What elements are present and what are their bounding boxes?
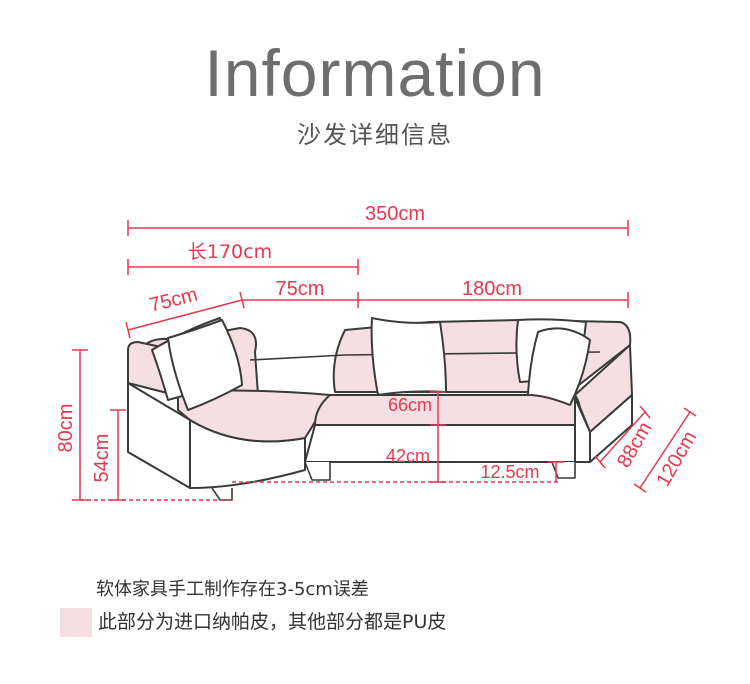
- cushion-right-2: [527, 327, 591, 406]
- legend-text: 此部分为进口纳帕皮，其他部分都是PU皮: [98, 611, 447, 633]
- leather-swatch: [60, 607, 92, 637]
- right-back-top: [249, 351, 601, 361]
- label-left-length: 长170cm: [188, 241, 272, 263]
- cushion-middle: [370, 317, 447, 396]
- label-arm-height: 54cm: [91, 434, 113, 483]
- label-corner-side: 75cm: [147, 284, 200, 317]
- page-subtitle: 沙发详细信息: [297, 121, 453, 149]
- material-legend: 此部分为进口纳帕皮，其他部分都是PU皮: [60, 606, 446, 638]
- label-back-seat-height: 66cm: [388, 395, 432, 415]
- label-total-height: 80cm: [55, 404, 77, 453]
- label-seat-height: 42cm: [386, 446, 430, 466]
- right-arm-front: [589, 394, 633, 463]
- label-total-length: 350cm: [365, 203, 425, 225]
- leg-mid: [304, 461, 331, 481]
- leg-right: [551, 461, 576, 479]
- leg-left: [211, 487, 233, 501]
- cushion-left-2: [167, 319, 243, 411]
- right-seat: [314, 394, 581, 426]
- page-title: Information: [204, 36, 546, 110]
- tolerance-note: 软体家具手工制作存在3-5cm误差: [96, 579, 369, 600]
- label-leg-height: 12.5cm: [480, 462, 539, 482]
- sofa-illustration: [127, 317, 633, 501]
- label-middle-segment: 75cm: [276, 278, 325, 300]
- label-right-segment: 180cm: [462, 278, 522, 300]
- right-base-front: [304, 424, 576, 463]
- dimension-lines: [72, 220, 697, 501]
